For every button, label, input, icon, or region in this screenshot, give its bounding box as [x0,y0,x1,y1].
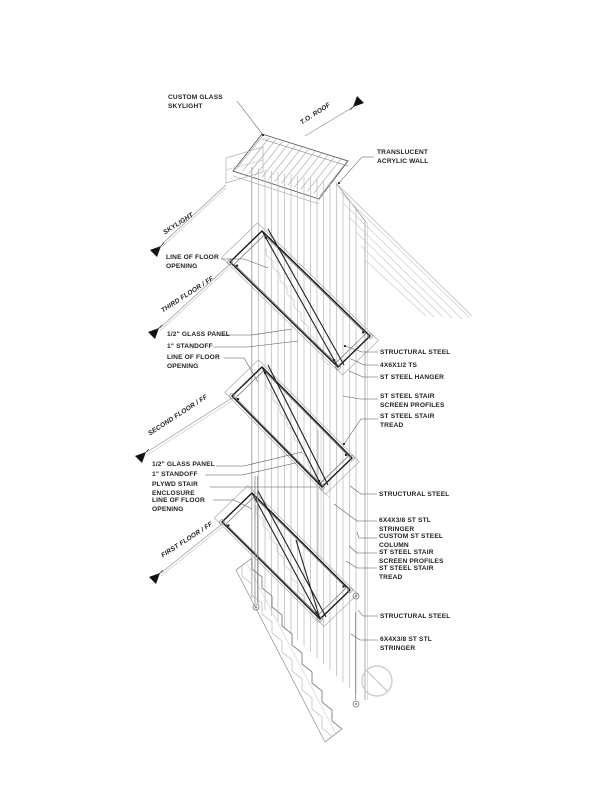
label-stringer-2: 6X4X3/8 ST STL STRINGER [380,636,432,652]
label-stringer-1: 6X4X3/8 ST STL STRINGER [379,517,431,533]
detail-circle-icon [361,665,393,697]
plywd-enclosure-lines [317,430,322,562]
skylight-roof [225,133,349,205]
label-structural-steel-3: STRUCTURAL STEEL [380,613,451,620]
label-line-of-floor-opening-1: LINE OF FLOOR OPENING [152,497,205,513]
label-screen-profiles-1: ST STEEL STAIR SCREEN PROFILES [380,393,445,409]
first-flight-stair [235,557,343,743]
roof-edge-hatch [337,184,473,320]
label-line-of-floor-opening-2: LINE OF FLOOR OPENING [167,354,220,370]
label-line-of-floor-opening-3: LINE OF FLOOR OPENING [166,254,219,270]
steel-columns [252,476,360,708]
label-stair-tread-2: ST STEEL STAIR TREAD [379,565,434,581]
label-glass-panel-1: 1/2" GLASS PANEL [152,461,215,468]
label-translucent-acrylic-wall: TRANSLUCENT ACRYLIC WALL [377,149,429,165]
label-custom-column: CUSTOM ST STEEL COLUMN [379,533,444,549]
label-standoff-3: 1" STANDOFF [167,343,213,350]
label-glass-panel-3: 1/2" GLASS PANEL [167,331,230,338]
glass-panels [213,222,379,628]
label-custom-glass-skylight: CUSTOM GLASS SKYLIGHT [168,94,223,110]
label-stair-tread-1: ST STEEL STAIR TREAD [380,413,435,429]
floor-slab-lines [146,106,354,577]
label-standoff-1: 1" STANDOFF [152,471,198,478]
label-st-steel-hanger: ST STEEL HANGER [380,374,445,381]
steel-stringers [251,228,345,620]
label-ts-4x6: 4X6X1/2 TS [380,362,418,369]
label-structural-steel-1: STRUCTURAL STEEL [380,349,451,356]
leader-lines [205,100,378,641]
translucent-acrylic-wall [251,167,368,700]
label-screen-profiles-2: ST STEEL STAIR SCREEN PROFILES [379,549,444,565]
label-structural-steel-2: STRUCTURAL STEEL [379,491,450,498]
label-plywd-enclosure: PLYWD STAIR ENCLOSURE [152,481,198,497]
datum-flag-icons [135,96,364,584]
